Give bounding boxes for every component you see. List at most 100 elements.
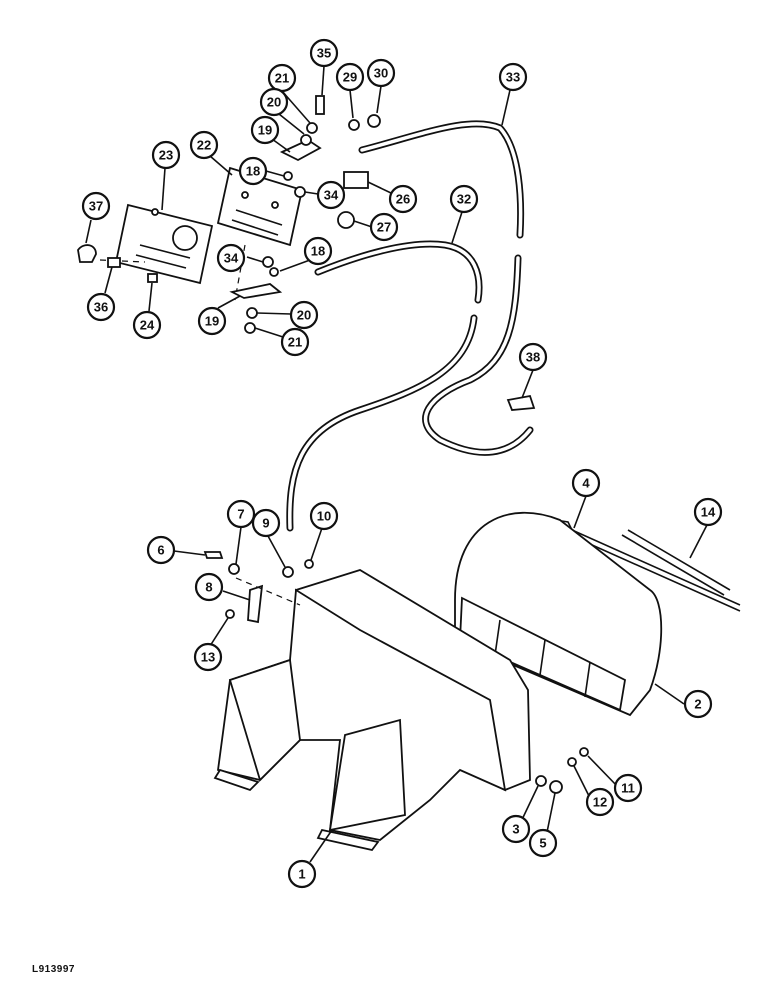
callout-20: 20 — [259, 87, 289, 117]
bolt-6 — [203, 551, 224, 559]
callout-3: 3 — [501, 814, 531, 844]
callout-4: 4 — [571, 468, 601, 498]
callout-18: 18 — [303, 236, 333, 266]
svg-text:38: 38 — [526, 350, 540, 365]
callout-27: 27 — [369, 212, 399, 242]
callout-19: 19 — [250, 115, 280, 145]
svg-text:8: 8 — [205, 580, 212, 595]
nut-29 — [348, 119, 360, 131]
nut-12 — [567, 757, 577, 767]
callout-14: 14 — [693, 497, 723, 527]
nut-18-lower — [269, 267, 279, 277]
callout-22: 22 — [189, 130, 219, 160]
callout-24: 24 — [132, 310, 162, 340]
svg-text:20: 20 — [267, 95, 281, 110]
switch-26 — [343, 171, 369, 189]
washer-20-upper — [300, 134, 312, 146]
callout-34: 34 — [316, 180, 346, 210]
screw-10 — [304, 559, 314, 569]
svg-text:3: 3 — [512, 822, 519, 837]
svg-text:6: 6 — [157, 543, 164, 558]
svg-text:19: 19 — [205, 314, 219, 329]
nut-34-upper — [294, 186, 306, 198]
svg-text:19: 19 — [258, 123, 272, 138]
callout-38: 38 — [518, 342, 548, 372]
svg-text:35: 35 — [317, 46, 331, 61]
cap-5 — [549, 780, 563, 794]
callout-8: 8 — [194, 572, 224, 602]
callout-26: 26 — [388, 184, 418, 214]
nut-9 — [282, 566, 294, 578]
callout-35: 35 — [309, 38, 339, 68]
panel-23 — [114, 203, 214, 285]
callout-23: 23 — [151, 140, 181, 170]
svg-text:18: 18 — [311, 244, 325, 259]
svg-text:12: 12 — [593, 795, 607, 810]
screw-11 — [579, 747, 589, 757]
bracket-8 — [247, 584, 264, 624]
svg-text:24: 24 — [140, 318, 155, 333]
svg-text:14: 14 — [701, 505, 716, 520]
heater-housing-2 — [454, 511, 663, 717]
callout-10: 10 — [309, 501, 339, 531]
svg-text:1: 1 — [298, 867, 305, 882]
callout-29: 29 — [335, 62, 365, 92]
callout-6: 6 — [146, 535, 176, 565]
svg-text:36: 36 — [94, 300, 108, 315]
svg-text:26: 26 — [396, 192, 410, 207]
svg-text:23: 23 — [159, 148, 173, 163]
cable-33 — [358, 120, 534, 456]
callout-30: 30 — [366, 58, 396, 88]
cable-32 — [286, 240, 483, 532]
svg-text:30: 30 — [374, 66, 388, 81]
svg-text:34: 34 — [324, 188, 339, 203]
nut-30 — [367, 114, 381, 128]
svg-text:29: 29 — [343, 70, 357, 85]
svg-text:7: 7 — [237, 507, 244, 522]
svg-text:4: 4 — [582, 476, 590, 491]
svg-text:21: 21 — [288, 335, 302, 350]
svg-text:27: 27 — [377, 220, 391, 235]
knob-37 — [77, 244, 97, 263]
callout-7: 7 — [226, 499, 256, 529]
callout-21: 21 — [267, 63, 297, 93]
callout-37: 37 — [81, 191, 111, 221]
callout-21: 21 — [280, 327, 310, 357]
lever-19-upper — [279, 138, 322, 162]
nut-7 — [228, 563, 240, 575]
callout-5: 5 — [528, 828, 558, 858]
drawing-code: L913997 — [32, 964, 75, 975]
svg-text:21: 21 — [275, 71, 289, 86]
callout-32: 32 — [449, 184, 479, 214]
callout-34: 34 — [216, 243, 246, 273]
panel-22 — [216, 166, 304, 247]
callout-12: 12 — [585, 787, 615, 817]
svg-text:5: 5 — [539, 836, 546, 851]
svg-text:13: 13 — [201, 650, 215, 665]
washer-20-lower — [246, 307, 258, 319]
nut-13 — [225, 609, 235, 619]
callout-18: 18 — [238, 156, 268, 186]
nut-34-lower — [262, 256, 274, 268]
callout-11: 11 — [613, 773, 643, 803]
nut-21-upper — [306, 122, 318, 134]
clip-36 — [107, 257, 121, 268]
svg-text:9: 9 — [262, 516, 269, 531]
clip-38 — [506, 394, 536, 411]
nut-3 — [535, 775, 547, 787]
screw-24 — [147, 273, 158, 283]
callout-36: 36 — [86, 292, 116, 322]
rod-14 — [621, 529, 731, 596]
callout-19: 19 — [197, 306, 227, 336]
svg-text:32: 32 — [457, 192, 471, 207]
callout-33: 33 — [498, 62, 528, 92]
svg-text:11: 11 — [621, 781, 635, 796]
svg-text:18: 18 — [246, 164, 260, 179]
duct-1 — [213, 569, 531, 852]
callout-9: 9 — [251, 508, 281, 538]
svg-text:33: 33 — [506, 70, 520, 85]
knob-27 — [337, 211, 355, 229]
nut-18-upper — [283, 171, 293, 181]
svg-text:2: 2 — [694, 697, 701, 712]
